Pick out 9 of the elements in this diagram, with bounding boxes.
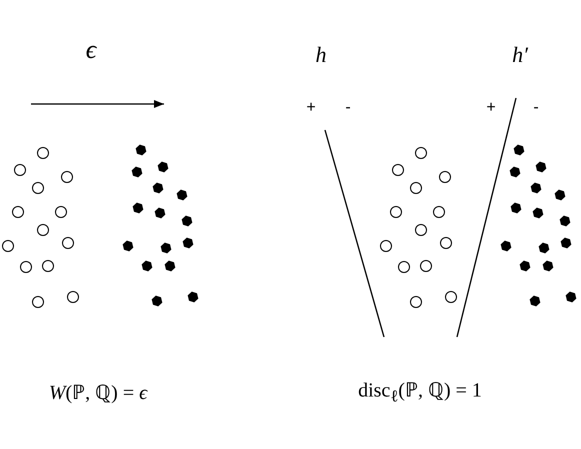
sign-label: - — [533, 100, 539, 116]
hypothesis-label: h — [316, 44, 326, 66]
formula: W(ℙ, ℚ) = ϵ — [48, 383, 148, 403]
sign-label: + — [306, 100, 316, 116]
hypothesis-label: h′ — [512, 44, 528, 66]
formula: disc$_{ℓ}$(ℙ, ℚ) = 1 — [358, 380, 482, 406]
sign-label: - — [345, 100, 351, 116]
sign-label: + — [486, 100, 496, 116]
symbol-label: ϵ — [86, 37, 96, 63]
